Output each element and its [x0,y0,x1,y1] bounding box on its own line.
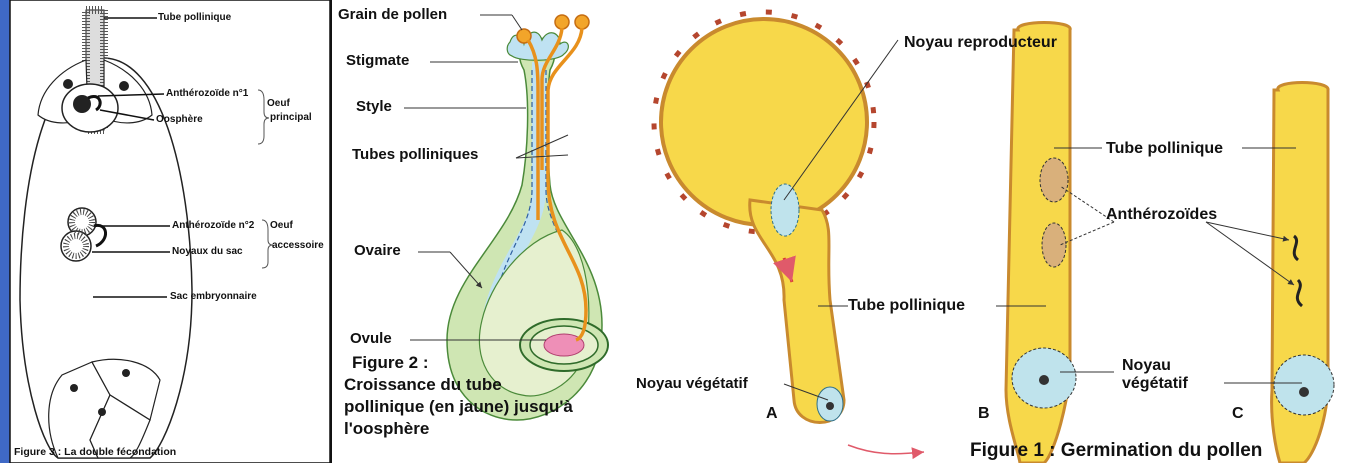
antipodal-nucleus-2 [122,369,130,377]
antherozoide-b2 [1042,223,1066,267]
figure-3-panel: Tube pollinique Anthérozoïde n°1 Oosphèr… [0,0,330,463]
figure-3-caption: Figure 3 : La double fécondation [14,446,176,458]
pollen-grain-2 [555,15,569,29]
label-noyaux-du-sac: Noyaux du sac [172,246,243,257]
label-letter-b: B [978,405,990,423]
label-letter-c: C [1232,405,1244,423]
label-oeuf-accessoire-2: accessoire [272,240,324,251]
label-tube-pollinique: Tube pollinique [158,12,231,23]
label-antherozoides: Anthérozoïdes [1106,206,1217,224]
label-stigmate: Stigmate [346,52,409,69]
label-antherozoide-2: Anthérozoïde n°2 [172,220,254,231]
grain-a [654,12,874,423]
antipodal-nucleus-3 [98,408,106,416]
label-noyau-vegetatif-a: Noyau végétatif [636,375,748,392]
label-sac-embryonnaire: Sac embryonnaire [170,291,257,302]
synergid-nucleus-left [63,79,73,89]
label-oosphere: Oosphère [156,114,203,125]
label-noyau-vegetatif-bc-1: Noyau [1122,357,1171,375]
label-noyau-reproducteur: Noyau reproducteur [904,34,1057,52]
label-grain-de-pollen: Grain de pollen [338,6,447,23]
figure-2-caption-text: Croissance du tube pollinique (en jaune)… [344,374,574,440]
label-noyau-vegetatif-bc-2: végétatif [1122,375,1188,393]
antipodal-nucleus-1 [70,384,78,392]
blue-side-bar [0,0,10,463]
figure-2-caption-title: Figure 2 : [352,352,582,374]
figure-1-caption: Figure 1 : Germination du pollen [970,440,1262,462]
label-antherozoide-1: Anthérozoïde n°1 [166,88,248,99]
label-letter-a: A [766,405,778,423]
leader-grain-b [512,15,522,30]
pollen-grain-3 [575,15,589,29]
figure-1-panel: Noyau reproducteur Tube pollinique Anthé… [634,0,1356,463]
label-oeuf-principal-1: Oeuf [267,98,290,109]
pollen-germination-drawing [634,0,1356,463]
label-ovaire: Ovaire [354,242,401,259]
label-oeuf-accessoire-1: Oeuf [270,220,293,231]
noyau-vegetatif-c [1274,355,1334,415]
label-style: Style [356,98,392,115]
pink-arrow [848,445,924,454]
label-ovule: Ovule [350,330,392,347]
noyau-reproducteur-a [771,184,799,236]
synergid-nucleus-right [119,81,129,91]
embryo-sac-drawing [0,0,330,463]
antherozoide-b1 [1040,158,1068,202]
figure-2-panel: Grain de pollen Stigmate Style Tubes pol… [330,0,636,463]
label-tubes-polliniques: Tubes polliniques [352,146,478,163]
label-tube-pollinique-top: Tube pollinique [1106,140,1223,158]
label-tube-pollinique-mid: Tube pollinique [848,297,965,315]
label-oeuf-principal-2: principal [270,112,312,123]
